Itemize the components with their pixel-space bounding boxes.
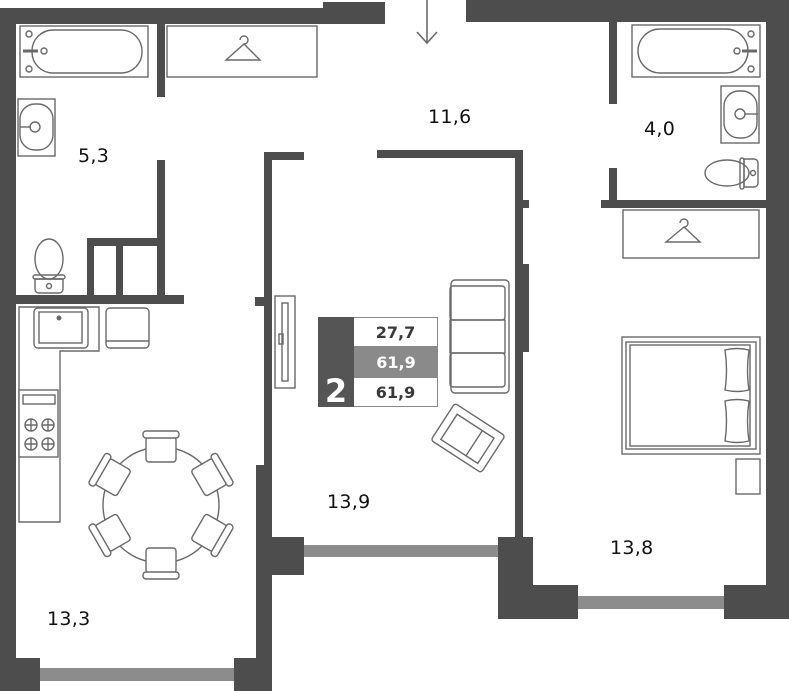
living-area-value: 27,7	[354, 317, 438, 347]
total-area-value-2: 61,9	[354, 377, 438, 407]
kitchen-counter	[18, 306, 150, 523]
tv-stand-icon	[274, 295, 296, 389]
arrow-down-icon	[416, 0, 438, 45]
dining-table-icon	[88, 430, 234, 580]
room-area-bathroom-2: 4,0	[644, 118, 676, 140]
sink-icon	[17, 98, 56, 157]
total-area-value: 61,9	[354, 347, 438, 377]
stove-icon	[18, 389, 59, 458]
bedroom-window	[578, 596, 724, 609]
room-area-hallway: 11,6	[428, 106, 472, 128]
room-area-living-room: 13,9	[327, 491, 371, 513]
rooms-count: 2	[318, 317, 354, 407]
room-area-bathroom-1: 5,3	[78, 145, 110, 167]
sofa-icon	[449, 279, 510, 394]
bathtub-icon	[19, 25, 149, 78]
toilet-icon	[32, 238, 66, 294]
wardrobe-icon	[166, 25, 318, 78]
bathtub-2-icon	[631, 24, 761, 78]
living-window	[304, 545, 498, 557]
armchair-icon	[431, 403, 505, 473]
bed-icon	[621, 336, 761, 455]
nightstand-icon	[735, 458, 761, 495]
kitchen-window	[40, 668, 234, 681]
sink-2-icon	[720, 85, 760, 144]
windows	[40, 545, 724, 681]
toilet-2-icon	[704, 157, 759, 190]
wardrobe-2-icon	[622, 209, 760, 259]
room-area-bedroom: 13,8	[610, 537, 654, 559]
room-area-kitchen: 13,3	[47, 608, 91, 630]
apartment-info-badge: 2 27,7 61,9 61,9	[318, 317, 438, 407]
